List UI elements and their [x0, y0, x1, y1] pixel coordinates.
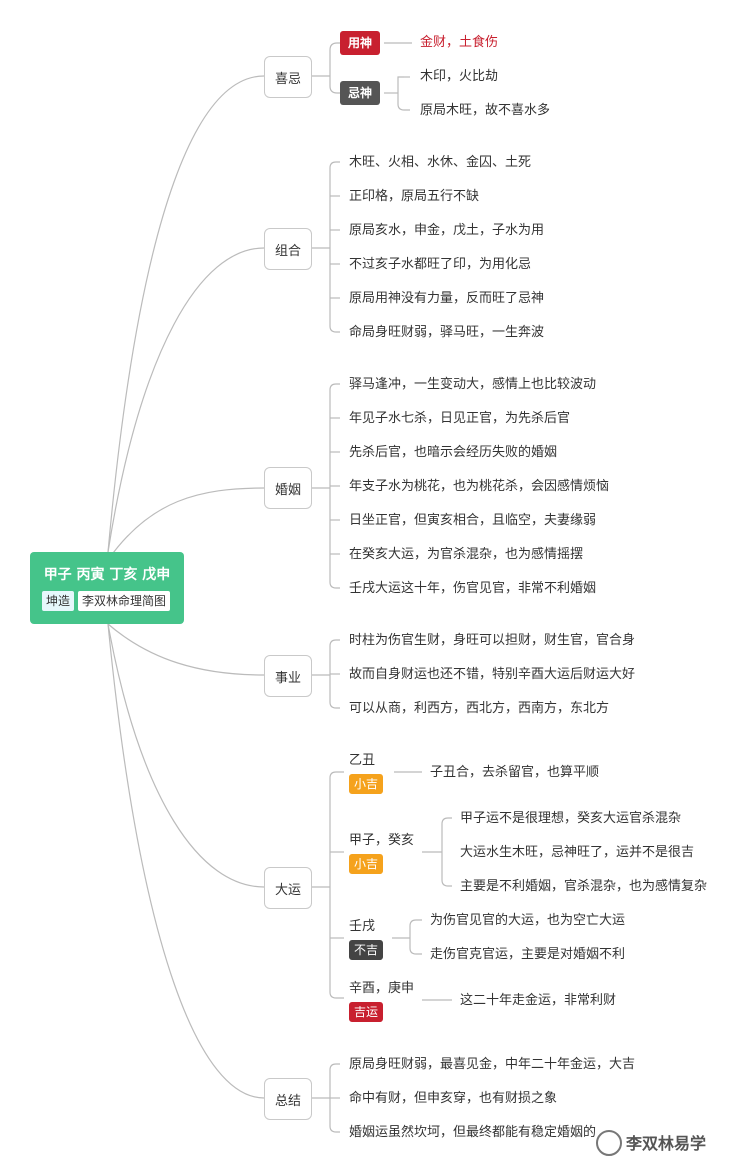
wechat-icon: [596, 1129, 622, 1156]
hunyin-item: 壬戌大运这十年，伤官见官，非常不利婚姻: [349, 581, 597, 596]
jishen-item: 木印，火比劫: [420, 69, 499, 84]
hunyin-item: 先杀后官，也暗示会经历失败的婚姻: [349, 445, 558, 460]
zuhe-item: 命局身旺财弱，驿马旺，一生奔波: [349, 325, 545, 340]
dayun-item: 主要是不利婚姻，官杀混杂，也为感情复杂: [460, 879, 708, 894]
root-title: 甲子 丙寅 丁亥 戊申: [43, 567, 171, 583]
shiye-item: 时柱为伤官生财，身旺可以担财，财生官，官合身: [349, 633, 636, 648]
branch-shiye[interactable]: 事业: [264, 655, 312, 697]
jishen-tag[interactable]: 忌神: [340, 81, 381, 105]
yongshen-text: 金财，土食伤: [420, 35, 499, 50]
zuhe-item: 原局亥水，申金，戊土，子水为用: [349, 223, 545, 238]
dayun-period-tag[interactable]: 小吉: [349, 854, 384, 874]
hunyin-item: 驿马逢冲，一生变动大，感情上也比较波动: [349, 377, 597, 392]
hunyin-item: 日坐正官，但寅亥相合，且临空，夫妻缘弱: [349, 513, 597, 528]
hunyin-item: 年支子水为桃花，也为桃花杀，会因感情烦恼: [349, 479, 610, 494]
dayun-period-tag[interactable]: 不吉: [349, 940, 384, 960]
dayun-item: 甲子运不是很理想，癸亥大运官杀混杂: [460, 811, 682, 826]
zongjie-item: 婚姻运虽然坎坷，但最终都能有稳定婚姻的: [349, 1125, 597, 1140]
yongshen-tag[interactable]: 用神: [340, 31, 381, 55]
zuhe-item: 正印格，原局五行不缺: [349, 189, 480, 204]
watermark: 李双林易学: [596, 1129, 707, 1158]
dayun-item: 为伤官见官的大运，也为空亡大运: [430, 913, 626, 928]
branch-zuhe[interactable]: 组合: [264, 228, 312, 270]
branch-hunyin[interactable]: 婚姻: [264, 467, 312, 509]
dayun-item: 这二十年走金运，非常利财: [460, 993, 617, 1008]
dayun-period-name: 甲子，癸亥: [349, 833, 415, 848]
dayun-period-name: 辛酉，庚申: [349, 981, 415, 996]
zuhe-item: 不过亥子水都旺了印，为用化忌: [349, 257, 532, 272]
root-tag-author: 李双林命理简图: [78, 591, 171, 611]
root-tag-kunzao: 坤造: [42, 591, 75, 611]
branch-dayun[interactable]: 大运: [264, 867, 312, 909]
branch-xiji[interactable]: 喜忌: [264, 56, 312, 98]
dayun-period-tag[interactable]: 小吉: [349, 774, 384, 794]
dayun-period-tag[interactable]: 吉运: [349, 1002, 384, 1022]
zongjie-item: 命中有财，但申亥穿，也有财损之象: [349, 1091, 558, 1106]
watermark-text: 李双林易学: [626, 1134, 707, 1153]
dayun-period-name: 乙丑: [349, 753, 376, 768]
jishen-item: 原局木旺，故不喜水多: [420, 103, 551, 118]
zuhe-item: 木旺、火相、水休、金囚、土死: [349, 155, 532, 170]
hunyin-item: 年见子水七杀，日见正官，为先杀后官: [349, 411, 571, 426]
dayun-item: 走伤官克官运，主要是对婚姻不利: [430, 947, 626, 962]
dayun-period-name: 壬戌: [349, 919, 376, 934]
hunyin-item: 在癸亥大运，为官杀混杂，也为感情摇摆: [349, 547, 584, 562]
shiye-item: 故而自身财运也还不错，特别辛酉大运后财运大好: [349, 667, 636, 682]
shiye-item: 可以从商，利西方，西北方，西南方，东北方: [349, 701, 610, 716]
root-node[interactable]: 甲子 丙寅 丁亥 戊申 坤造 李双林命理简图: [30, 552, 184, 624]
zongjie-item: 原局身旺财弱，最喜见金，中年二十年金运，大吉: [349, 1057, 636, 1072]
branch-zongjie[interactable]: 总结: [264, 1078, 312, 1120]
dayun-item: 大运水生木旺，忌神旺了，运并不是很吉: [460, 845, 695, 860]
zuhe-item: 原局用神没有力量，反而旺了忌神: [349, 291, 545, 306]
dayun-item: 子丑合，去杀留官，也算平顺: [430, 765, 600, 780]
